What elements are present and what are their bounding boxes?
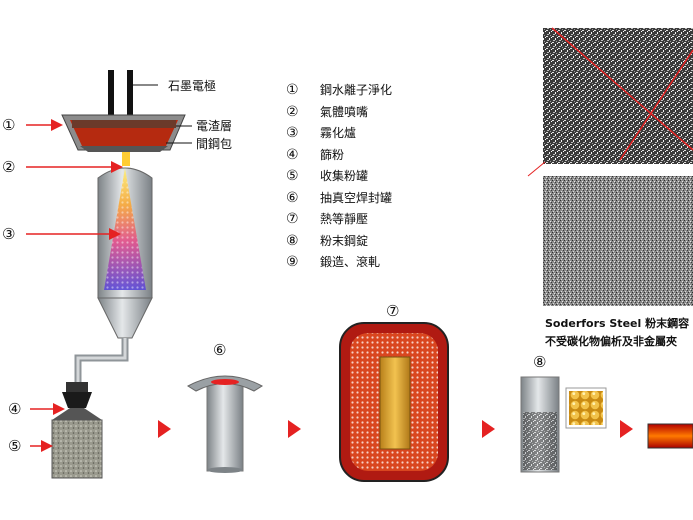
step-item: ⑥ 抽真空焊封罐	[286, 190, 392, 206]
svg-text:③: ③	[286, 125, 299, 141]
svg-text:④: ④	[286, 147, 299, 163]
svg-text:氣體噴嘴: 氣體噴嘴	[320, 105, 368, 119]
marker-5: ⑤	[8, 437, 53, 455]
svg-text:①: ①	[2, 116, 15, 134]
marker-3: ③	[2, 225, 121, 243]
micrograph-powder	[543, 176, 693, 306]
marker-4: ④	[8, 400, 65, 418]
cross-line	[619, 49, 693, 161]
marker-6: ⑥	[213, 341, 226, 359]
sealed-can	[187, 375, 263, 473]
forged-bar	[647, 423, 693, 449]
caption-line-2: 不受碳化物偏析及非金屬夾	[545, 334, 677, 348]
steps-list: ① 鋼水離子淨化 ② 氣體噴嘴 ③ 霧化爐 ④ 篩粉 ⑤ 收集粉罐 ⑥ 抽真空焊…	[286, 82, 392, 270]
svg-text:⑥: ⑥	[286, 190, 299, 206]
svg-text:霧化爐: 霧化爐	[320, 125, 356, 140]
marker-2: ②	[2, 158, 123, 176]
caption-line-1: Soderfors Steel 粉末鋼容	[545, 316, 689, 330]
svg-text:⑧: ⑧	[286, 233, 299, 249]
atomizing-furnace	[74, 152, 153, 382]
slag-label: 電渣層	[196, 119, 232, 133]
electrode-label: 石墨電極	[168, 78, 216, 93]
flow-arrow	[288, 420, 301, 438]
svg-text:鋼水離子淨化: 鋼水離子淨化	[320, 83, 392, 97]
svg-text:⑦: ⑦	[286, 211, 299, 227]
svg-text:④: ④	[8, 400, 21, 418]
svg-text:抽真空焊封罐: 抽真空焊封罐	[320, 190, 392, 205]
marker-1: ①	[2, 116, 63, 134]
svg-text:②: ②	[286, 104, 299, 120]
ladle	[61, 114, 186, 152]
svg-text:鍛造、滾軋: 鍛造、滾軋	[320, 255, 380, 269]
svg-text:篩粉: 篩粉	[320, 147, 344, 162]
flow-arrows	[158, 420, 633, 438]
graphite-electrodes	[108, 70, 133, 115]
svg-text:收集粉罐: 收集粉罐	[320, 168, 368, 183]
flow-arrow	[482, 420, 495, 438]
marker-7: ⑦	[386, 302, 399, 320]
svg-text:粉末鋼錠: 粉末鋼錠	[320, 233, 368, 248]
powder-can	[51, 408, 103, 479]
step-item: ⑤ 收集粉罐	[286, 168, 368, 184]
step-item: ③ 霧化爐	[286, 125, 356, 141]
step-item: ④ 篩粉	[286, 147, 344, 163]
svg-text:③: ③	[2, 225, 15, 243]
tundish-label: 間鋼包	[196, 137, 232, 151]
step-item: ⑦ 熱等靜壓	[286, 211, 368, 227]
cross-line	[551, 27, 693, 151]
svg-text:②: ②	[2, 158, 15, 176]
marker-8: ⑧	[533, 353, 546, 371]
micrograph-conventional	[543, 27, 693, 164]
step-item: ② 氣體噴嘴	[286, 104, 368, 120]
sieve	[62, 382, 92, 408]
svg-text:⑤: ⑤	[8, 437, 21, 455]
svg-text:⑨: ⑨	[286, 254, 299, 270]
svg-text:熱等靜壓: 熱等靜壓	[320, 212, 368, 226]
step-item: ⑨ 鍛造、滾軋	[286, 254, 380, 270]
step-item: ① 鋼水離子淨化	[286, 82, 392, 98]
svg-text:⑤: ⑤	[286, 168, 299, 184]
flow-arrow	[620, 420, 633, 438]
step-item: ⑧ 粉末鋼錠	[286, 233, 368, 249]
hip-vessel	[339, 322, 449, 482]
powder-ingot	[520, 376, 607, 473]
flow-arrow	[158, 420, 171, 438]
svg-text:①: ①	[286, 82, 299, 98]
